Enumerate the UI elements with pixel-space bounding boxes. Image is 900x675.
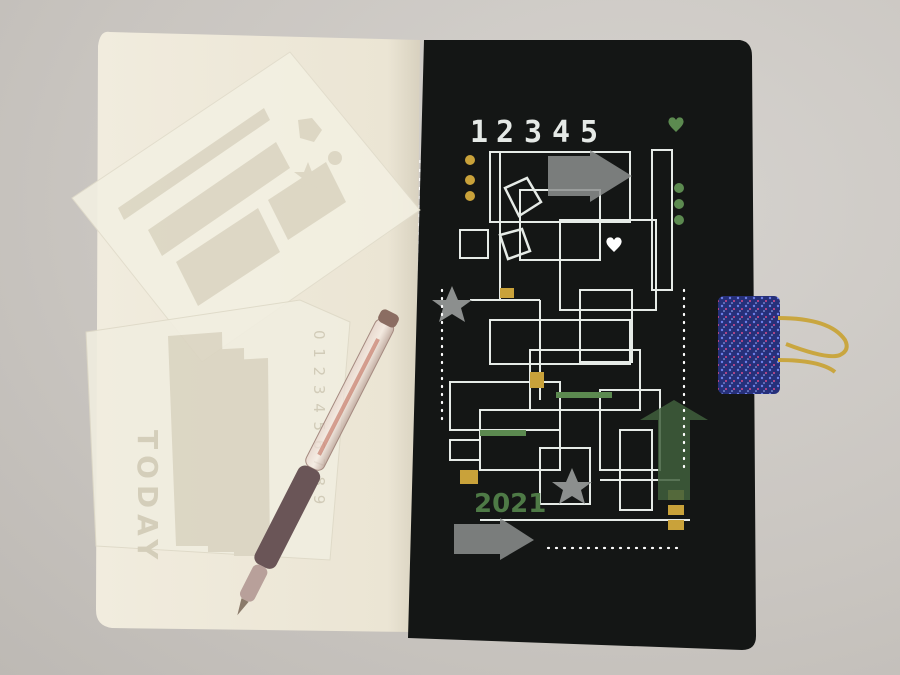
binder-clip [718,296,849,394]
header-number-2: 2 [496,115,514,150]
stencil-top [71,51,421,363]
header-number-1: 1 [470,115,488,150]
year-label: 2021 [474,489,546,519]
green-accents [480,117,708,500]
header-number-5: 5 [580,115,598,150]
header-number-4: 4 [552,115,570,150]
stencil-bottom: TODAY 0 1 2 3 4 5 6 7 8 9 [85,299,351,565]
silver-accents [432,150,632,560]
stencil-word-today: TODAY [131,430,164,565]
dotted-lines [440,288,686,550]
heart-icon [606,237,622,252]
gel-pen [237,309,399,616]
header-number-3: 3 [524,115,542,150]
gold-accents [460,155,684,530]
